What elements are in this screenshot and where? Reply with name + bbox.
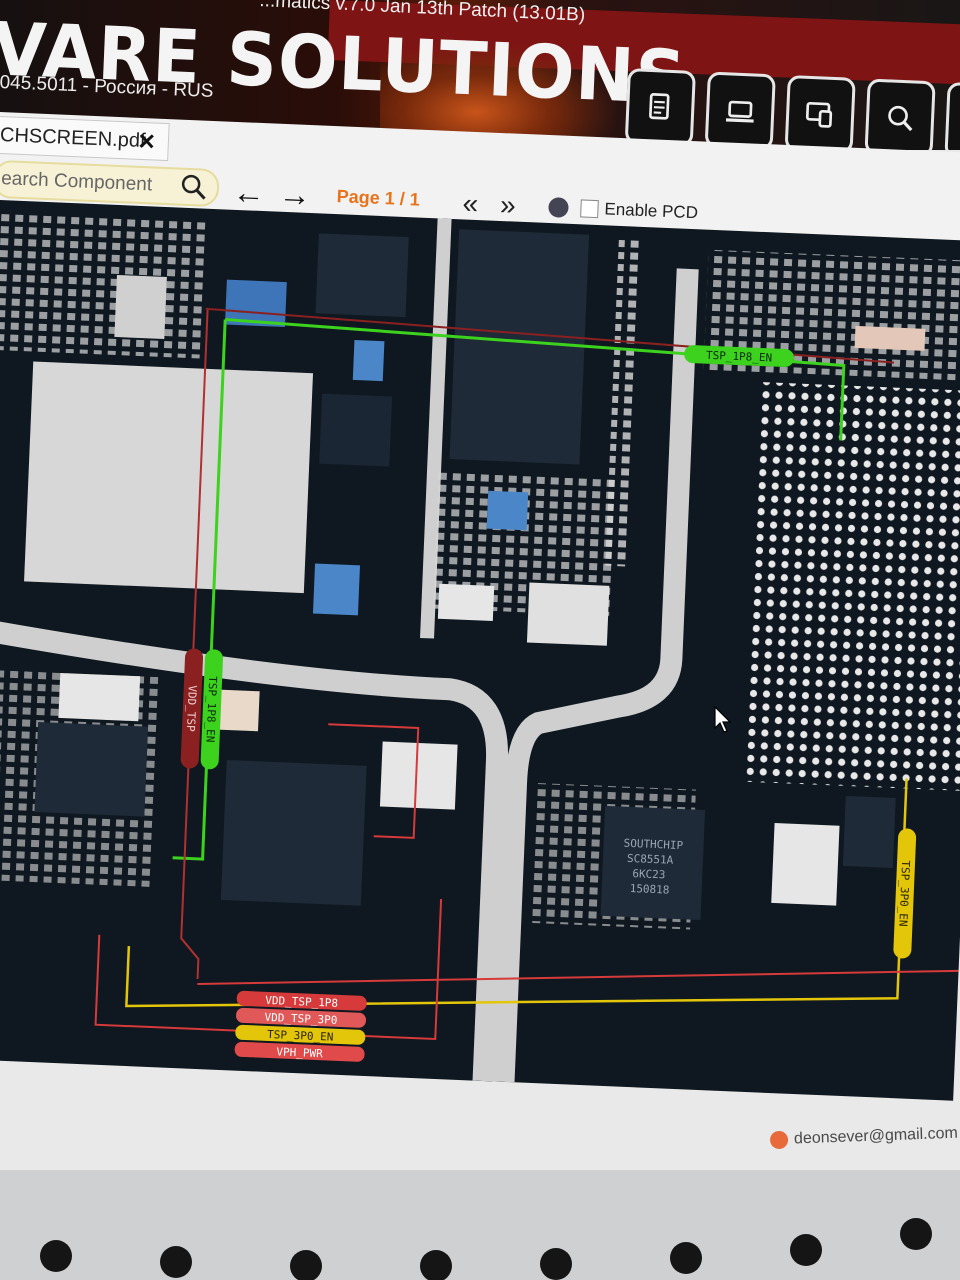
net-vdd-tsp-3p0[interactable] — [324, 723, 420, 839]
board-edge-trace — [492, 268, 699, 1083]
highlighted-component — [352, 339, 385, 382]
charger-chip — [600, 805, 706, 920]
component — [114, 274, 167, 340]
enable-pcd-toggle[interactable]: Enable PCD — [580, 198, 698, 223]
soc-bga — [746, 382, 960, 792]
tab-document[interactable]: CHSCREEN.pdf ✕ — [0, 115, 170, 162]
bezel-hole — [40, 1240, 72, 1272]
highlighted-component — [486, 490, 529, 531]
component — [854, 325, 926, 351]
legend-pill[interactable] — [236, 990, 367, 1011]
last-page-icon[interactable]: » — [499, 189, 517, 221]
ic-chip — [319, 393, 393, 467]
net-label: TSP_3P0_EN — [896, 860, 912, 927]
chip-mark: 150818 — [629, 882, 669, 897]
ic-chip — [315, 233, 409, 318]
page-indicator: Page 1 / 1 — [336, 186, 421, 210]
inductor — [379, 741, 458, 810]
user-email: deonsever@gmail.com — [793, 1124, 959, 1148]
legend-pill[interactable] — [234, 1041, 365, 1062]
net-label-vertical[interactable]: TSP_3P0_EN — [893, 828, 917, 959]
bezel-hole — [540, 1248, 572, 1280]
component — [526, 582, 610, 646]
chip-mark: SOUTHCHIP — [623, 837, 683, 853]
mouse-cursor-icon — [714, 706, 732, 733]
net-label-vertical[interactable]: TSP_1P8_EN — [200, 649, 223, 770]
net-tsp-1p8-en[interactable] — [221, 318, 846, 441]
component — [58, 672, 141, 722]
bezel-hole — [420, 1250, 452, 1280]
bezel-hole — [290, 1250, 322, 1280]
first-page-icon[interactable]: « — [461, 187, 479, 220]
net-label-pill[interactable] — [684, 345, 795, 368]
smd-pads — [0, 209, 210, 359]
forward-arrow-icon[interactable]: → — [278, 175, 312, 214]
legend-pill[interactable] — [235, 1024, 366, 1045]
net-vdd-tsp[interactable] — [180, 308, 226, 979]
net-label: TSP_1P8_EN — [203, 676, 219, 743]
ic-shield — [24, 361, 314, 594]
chip-mark: SC8551A — [627, 852, 674, 867]
zoom-button[interactable] — [864, 78, 936, 150]
legend-label: VDD_TSP_1P8 — [265, 994, 338, 1010]
legend-pill[interactable] — [236, 1007, 367, 1028]
header-toolbar — [624, 68, 960, 150]
pcd-checkbox[interactable] — [580, 199, 599, 219]
laptop-button[interactable] — [704, 71, 776, 150]
laptop-icon — [725, 100, 754, 123]
bezel-hole — [160, 1246, 192, 1278]
zoom-icon — [888, 105, 913, 132]
document-toolbar: CHSCREEN.pdf ✕ earch Component ← → Page … — [0, 112, 960, 274]
search-input[interactable]: earch Component — [0, 168, 153, 196]
user-account[interactable]: deonsever@gmail.com — [769, 1124, 959, 1150]
monitor-bezel — [0, 1170, 960, 1280]
smd-pads — [433, 468, 619, 617]
component — [437, 583, 495, 622]
bezel-hole — [900, 1218, 932, 1250]
search-component-field[interactable]: earch Component — [0, 159, 220, 208]
net-label-vertical[interactable]: VDD_TSP — [180, 648, 204, 769]
document-list-icon — [649, 93, 670, 120]
component — [218, 689, 260, 732]
ic-chip — [34, 722, 149, 817]
inductor — [771, 822, 840, 906]
user-icon — [769, 1130, 789, 1150]
legend-label: TSP_3P0_EN — [267, 1028, 334, 1044]
devices-icon — [805, 102, 833, 128]
net-tsp-1p8-en[interactable] — [172, 318, 227, 861]
bezel-hole — [670, 1242, 702, 1274]
back-arrow-icon[interactable]: ← — [232, 173, 266, 212]
tab-filename: CHSCREEN.pdf — [0, 123, 146, 152]
tab-close-icon[interactable]: ✕ — [136, 128, 157, 155]
legend-label: VPH_PWR — [276, 1045, 323, 1060]
legend-label: VDD_TSP_3P0 — [264, 1011, 337, 1027]
board-edge-trace — [420, 218, 452, 639]
highlighted-component — [224, 279, 287, 328]
document-list-button[interactable] — [624, 68, 696, 147]
pmic-chip — [220, 759, 367, 906]
net-vdd-tsp-1p8[interactable] — [197, 939, 959, 1016]
devices-button[interactable] — [784, 74, 856, 150]
page-nav: « » — [462, 187, 516, 221]
search-icon[interactable] — [178, 172, 209, 203]
bezel-hole — [790, 1234, 822, 1266]
highlighted-component — [312, 563, 361, 616]
status-dot-icon[interactable] — [548, 197, 569, 218]
chip-mark: 6KC23 — [632, 867, 666, 881]
board-drawing: SOUTHCHIP SC8551A 6KC23 150818 TSP_1P8_E… — [0, 209, 960, 1083]
board-edge-trace — [0, 618, 508, 1082]
net-label: TSP_1P8_EN — [706, 349, 773, 365]
net-label: VDD_TSP — [184, 685, 199, 732]
pcb-board-view[interactable]: SOUTHCHIP SC8551A 6KC23 150818 TSP_1P8_E… — [0, 200, 960, 1101]
extra-button[interactable] — [944, 81, 960, 150]
ic-chip — [842, 795, 896, 868]
memory-chip — [449, 229, 590, 465]
pcd-label: Enable PCD — [604, 199, 699, 223]
net-legend: VDD_TSP_1P8 VDD_TSP_3P0 TSP_3P0_EN VPH_P… — [234, 990, 367, 1062]
history-nav: ← → — [232, 174, 311, 214]
